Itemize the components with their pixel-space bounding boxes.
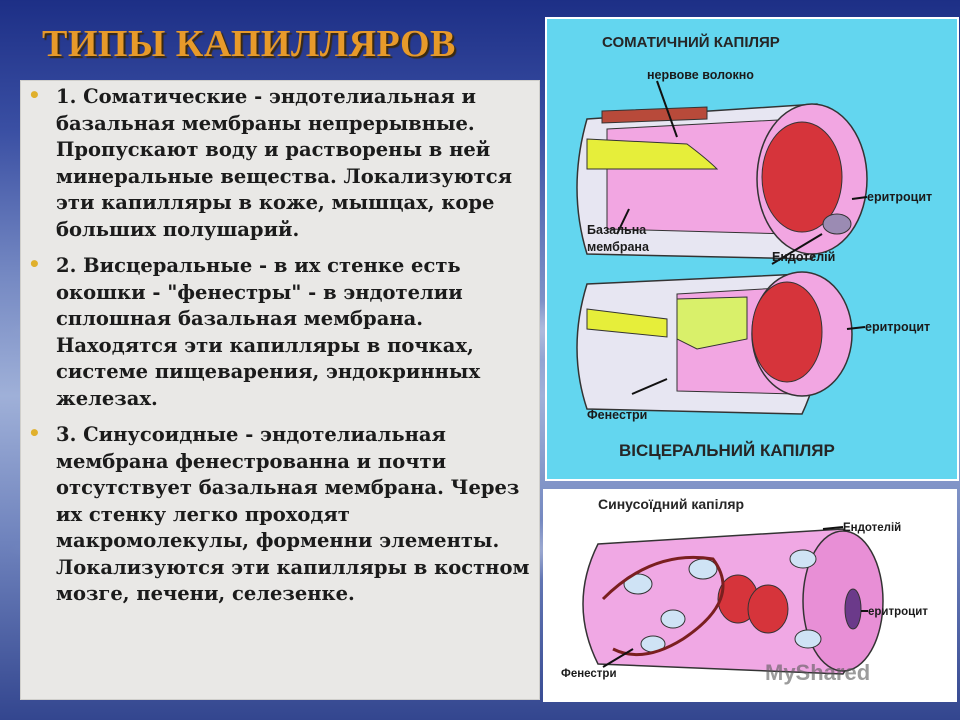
visceral-title: ВІСЦЕРАЛЬНИЙ КАПІЛЯР [619,441,835,460]
somatic-capillary [576,103,868,260]
watermark: MyShared [765,660,871,685]
bullet-text: 1. Соматические - эндотелиальная и базал… [56,85,512,241]
slide-title: ТИПЫ КАПИЛЛЯРОВ [42,23,456,65]
label-erythrocyte-2: еритроцит [865,320,930,334]
label-endothelium-2: Ендотелій [843,522,901,534]
bullet-icon: • [28,83,41,107]
capillary-illustration: СОМАТИЧНИЙ КАПІЛЯР нервове волокно еритр… [576,33,932,460]
label-endothelium: Ендотелій [772,250,835,264]
label-basal-1: Базальна [587,223,647,237]
bullet-text: 3. Синусоидные - эндотелиальная мембрана… [56,423,530,605]
bullet-list: • 1. Соматические - эндотелиальная и баз… [20,80,540,608]
bullet-icon: • [28,421,41,445]
label-erythrocyte-3: еритроцит [868,606,928,618]
bullet-icon: • [28,252,41,276]
capillary-diagram-bottom: Синусоїдний капіляр Ендотелій еритроцит … [543,489,957,702]
label-fenestrae-2: Фенестри [561,668,617,680]
label-fenestrae: Фенестри [587,408,647,422]
list-item: • 2. Висцеральные - в их стенке есть око… [20,252,540,412]
visceral-capillary [576,271,853,415]
bullet-text: 2. Висцеральные - в их стенке есть окошк… [56,254,481,410]
list-item: • 3. Синусоидные - эндотелиальная мембра… [20,421,540,608]
label-nerve: нервове волокно [647,68,754,82]
label-erythrocyte: еритроцит [867,190,932,204]
text-panel: • 1. Соматические - эндотелиальная и баз… [20,80,540,700]
capillary-diagram-top: СОМАТИЧНИЙ КАПІЛЯР нервове волокно еритр… [547,19,957,479]
sinusoid-title: Синусоїдний капіляр [598,496,744,512]
sinusoid-capillary [582,528,884,675]
somatic-title: СОМАТИЧНИЙ КАПІЛЯР [602,33,780,51]
label-basal-2: мембрана [587,240,650,254]
sinusoid-illustration: Синусоїдний капіляр Ендотелій еритроцит … [561,496,928,680]
list-item: • 1. Соматические - эндотелиальная и баз… [20,83,540,243]
